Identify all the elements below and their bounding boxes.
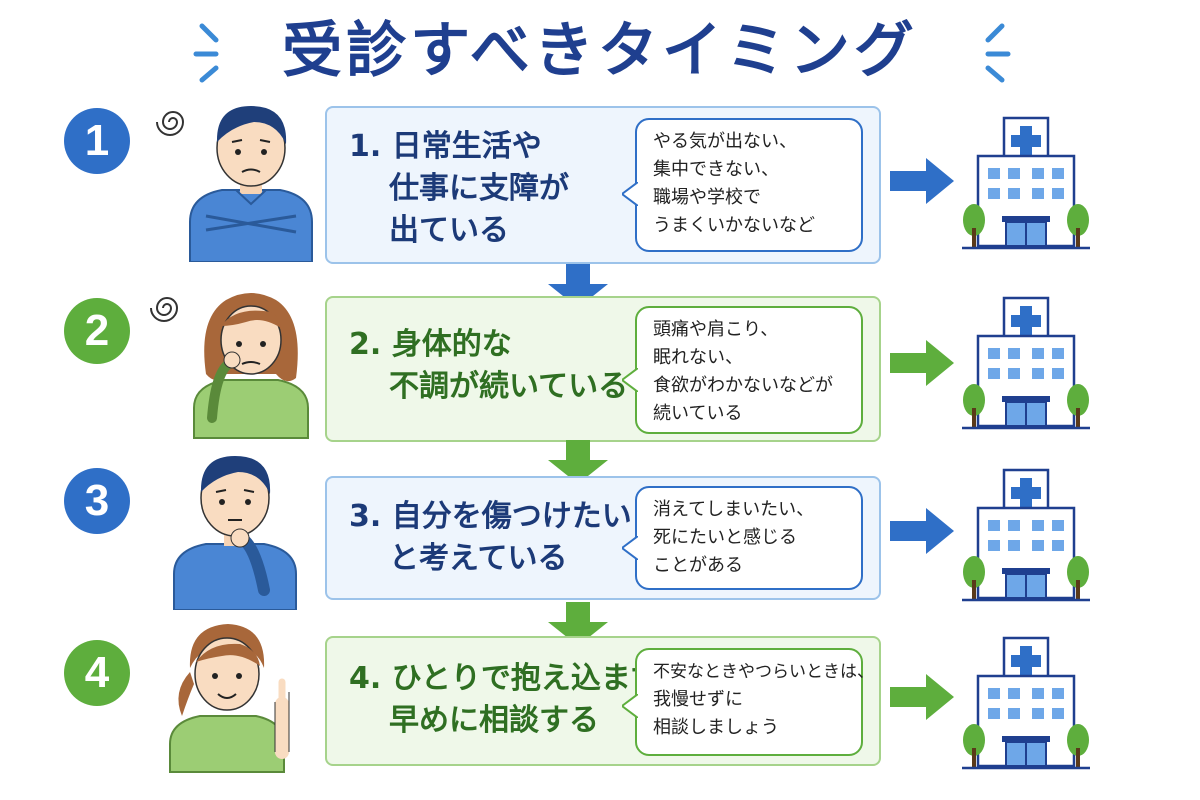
bubble-tail [622,694,638,718]
bubble-line: 不安なときやつらいときは、 [653,662,874,682]
bubble-tail [622,536,638,560]
bubble-line: 職場や学校で [653,187,761,208]
step-title-line: 1. 日常生活や [349,129,542,164]
step-title-line: 仕事に支障が [389,171,569,206]
bubble-tail [622,368,638,392]
step-number-badge: 4 [64,640,130,706]
step-title-line: 出ている [389,213,509,248]
speech-bubble: やる気が出ない、 集中できない、 職場や学校で うまくいかないなど [622,118,863,252]
right-arrow-icon [890,508,954,554]
bubble-tail [622,182,638,206]
step-number-badge: 2 [64,298,130,364]
hospital-icon [962,296,1090,430]
step-card: 4. ひとりで抱え込まず、 早めに相談する 不安なときやつらいときは、 我慢せず… [325,636,881,766]
step-title-line: 3. 自分を傷つけたい [349,499,632,534]
bubble-line: 死にたいと感じる [653,527,797,548]
person-icon [173,456,297,610]
step-title-line: と考えている [389,541,568,576]
step-title-line: 不調が続いている [389,369,629,404]
bubble-line: 我慢せずに [653,689,743,710]
bubble-line: やる気が出ない、 [653,131,797,152]
bubble-line: 相談しましょう [653,717,779,738]
step-card: 3. 自分を傷つけたい と考えている 消えてしまいたい、 死にたいと感じる こと… [325,476,881,600]
right-arrow-icon [890,158,954,204]
step-card: 1. 日常生活や 仕事に支障が 出ている やる気が出ない、 集中できない、 職場… [325,106,881,264]
left-sparkle-icon [193,23,219,83]
bubble-line: 眠れない、 [653,347,743,368]
bubble-line: 続いている [653,403,743,424]
person-icon [193,293,309,439]
hospital-icon [962,636,1090,770]
speech-bubble: 消えてしまいたい、 死にたいと感じる ことがある [622,486,863,590]
step-number-badge: 1 [64,108,130,174]
step-title-line: 4. ひとりで抱え込まず、 [349,661,689,696]
down-arrow-icon [548,440,608,484]
person-icon [169,624,290,773]
step-title: 3. 自分を傷つけたい と考えている [349,496,632,580]
down-arrow-icon [548,602,608,646]
person-icon [189,106,313,262]
step-title: 1. 日常生活や 仕事に支障が 出ている [349,126,569,252]
page-title: 受診すべきタイミング [282,16,918,86]
bubble-line: ことがある [653,555,743,576]
bubble-line: 食欲がわかないなどが [653,375,833,396]
bubble-line: 集中できない、 [653,159,779,180]
step-title-line: 2. 身体的な [349,327,512,362]
step-number-badge: 3 [64,468,130,534]
hospital-icon [962,468,1090,602]
dizzy-swirl-icon [156,111,185,136]
down-arrow-icon [548,264,608,308]
right-arrow-icon [890,340,954,386]
step-title: 2. 身体的な 不調が続いている [349,324,628,408]
hospital-icon [962,116,1090,250]
bubble-line: 頭痛や肩こり、 [653,319,779,340]
right-sparkle-icon [985,23,1011,83]
bubble-line: うまくいかないなど [653,215,815,236]
speech-bubble: 頭痛や肩こり、 眠れない、 食欲がわかないなどが 続いている [622,306,863,434]
right-arrow-icon [890,674,954,720]
step-card: 2. 身体的な 不調が続いている 頭痛や肩こり、 眠れない、 食欲がわかないなど… [325,296,881,442]
speech-bubble: 不安なときやつらいときは、 我慢せずに 相談しましょう [622,648,874,756]
step-title: 4. ひとりで抱え込まず、 早めに相談する [349,658,689,742]
dizzy-swirl-icon [150,297,179,322]
bubble-line: 消えてしまいたい、 [653,499,815,520]
step-title-line: 早めに相談する [389,703,599,738]
